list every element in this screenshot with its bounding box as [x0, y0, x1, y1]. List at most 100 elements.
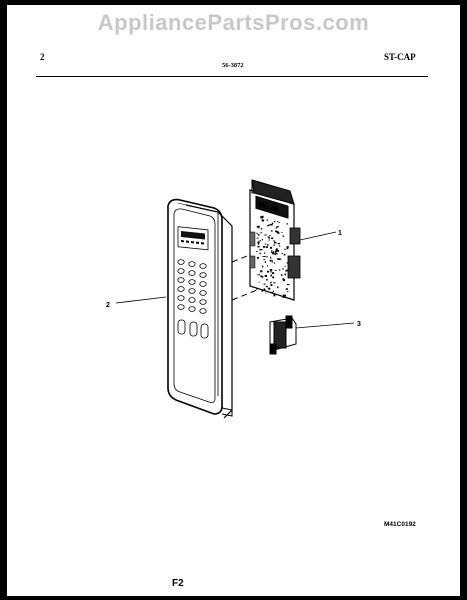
board-component — [277, 258, 280, 260]
board-components — [256, 215, 290, 298]
board-component — [260, 275, 263, 277]
keypad-key — [177, 268, 185, 274]
board-component — [276, 231, 279, 233]
board-component — [256, 226, 259, 228]
board-component — [277, 286, 279, 289]
board-component — [259, 252, 262, 254]
board-component — [258, 281, 260, 283]
board-component — [273, 282, 276, 284]
board-component — [270, 237, 274, 239]
board-component — [274, 241, 277, 244]
board-component — [284, 294, 286, 297]
board-component — [261, 290, 264, 292]
board-component — [272, 252, 275, 255]
board-component — [266, 225, 269, 227]
board-component — [256, 232, 258, 234]
board-component — [276, 220, 278, 222]
assembly-guide-lines — [231, 249, 263, 301]
keypad-key — [177, 259, 185, 265]
board-component — [271, 261, 273, 263]
board-component — [263, 259, 266, 261]
board-component — [276, 248, 278, 251]
board-component — [266, 255, 268, 258]
watermark: AppliancePartsPros.com — [97, 10, 370, 35]
board-component — [270, 274, 272, 277]
board-component — [259, 249, 262, 251]
keypad-key — [188, 270, 196, 276]
board-component — [257, 274, 260, 276]
header-right: ST-CAP — [384, 52, 416, 62]
figure-code: M41C0192 — [384, 521, 416, 528]
board-component — [275, 230, 278, 233]
board-component — [283, 253, 286, 256]
board-component — [270, 260, 273, 262]
board-component — [256, 288, 259, 290]
board-component — [265, 246, 268, 248]
keypad-key — [199, 272, 207, 278]
board-component — [276, 250, 279, 252]
board-component — [270, 284, 273, 287]
board-component — [260, 232, 263, 234]
callout-1-label: 1 — [338, 230, 342, 237]
board-component — [269, 234, 271, 236]
board-component — [264, 252, 266, 254]
board-component — [257, 234, 260, 236]
board-component — [270, 281, 272, 284]
board-component — [285, 288, 288, 290]
board-component — [276, 226, 278, 228]
board-component — [263, 288, 266, 291]
board-component — [256, 237, 259, 239]
board-component — [284, 248, 286, 250]
keypad-key — [177, 277, 185, 283]
keypad-key — [177, 304, 185, 310]
keypad-key — [188, 306, 196, 312]
panel-display-window — [177, 226, 209, 251]
board-component — [282, 278, 285, 281]
board-component — [261, 218, 263, 220]
keypad-key — [199, 308, 207, 314]
board-component — [278, 269, 281, 271]
board-component — [273, 244, 275, 247]
board-component — [282, 296, 285, 298]
keypad-key — [199, 299, 207, 305]
board-component — [269, 269, 273, 271]
board-component — [286, 262, 288, 264]
board-component — [275, 249, 277, 251]
board-component — [271, 272, 275, 275]
board-component — [270, 256, 272, 259]
board-component — [285, 269, 288, 272]
board-component — [287, 291, 289, 293]
board-component — [286, 247, 289, 250]
board-component — [267, 236, 269, 238]
board-component — [268, 239, 270, 241]
board-component — [270, 284, 273, 285]
board-component — [265, 285, 268, 288]
board-component — [264, 261, 266, 263]
board-component — [260, 216, 263, 219]
page-code: F2 — [172, 578, 184, 589]
board-component — [267, 265, 269, 267]
board-component — [270, 246, 272, 249]
board-component — [270, 260, 272, 262]
keypad-key — [199, 281, 207, 287]
board-component — [275, 252, 278, 255]
board-component — [274, 253, 276, 256]
board-component — [268, 236, 270, 239]
board-component — [272, 290, 274, 292]
board-component — [257, 241, 260, 244]
panel-keypad — [177, 259, 209, 339]
header-left: 2 — [40, 52, 45, 62]
board-component — [275, 250, 278, 252]
board-component — [256, 251, 258, 252]
board-component — [256, 257, 259, 259]
diagram-page — [7, 5, 460, 596]
board-component — [261, 219, 265, 222]
board-component — [271, 250, 273, 252]
board-component — [273, 262, 275, 264]
board-component — [277, 243, 280, 245]
board-component — [265, 292, 267, 294]
board-component — [269, 271, 272, 273]
board-component — [260, 228, 263, 230]
keypad-key — [177, 295, 185, 301]
board-component — [262, 238, 263, 241]
